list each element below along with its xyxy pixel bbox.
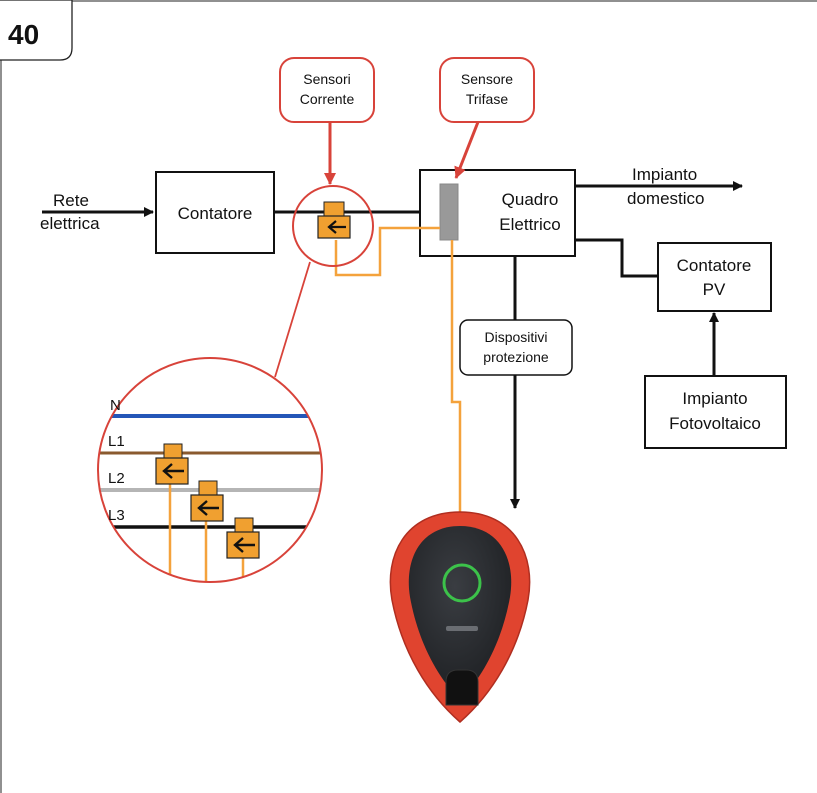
rete-label-2: elettrica [40, 214, 100, 233]
pv-line [575, 238, 658, 278]
three-phase-label-1: Sensore [461, 71, 513, 87]
household-output: Impianto domestico [575, 165, 743, 208]
panel-label-2: Elettrico [499, 215, 560, 234]
panel-label-1: Quadro [502, 190, 559, 209]
protection-label-2: protezione [483, 349, 549, 365]
phase-sensor-l2 [190, 480, 224, 522]
current-sensor-icon [317, 201, 351, 239]
three-phase-sensor [439, 183, 459, 241]
figure-number: 40 [8, 19, 39, 50]
pv-meter-label-2: PV [703, 280, 726, 299]
three-phase-label-2: Trifase [466, 91, 508, 107]
zoom-connector [274, 261, 311, 378]
pv-meter-box: Contatore PV [657, 242, 772, 312]
current-sensors-label-2: Corrente [300, 91, 355, 107]
phase-zoom: N L1 L2 L3 [97, 357, 323, 583]
rete-label-1: Rete [53, 191, 89, 210]
household-label-2: domestico [627, 189, 704, 208]
grid-input: Rete elettrica [40, 191, 154, 233]
phase-sensor-l3 [226, 517, 260, 559]
pv-plant-label-2: Fotovoltaico [669, 414, 761, 433]
ev-charger-icon [389, 511, 531, 723]
protection-devices-box: Dispositivi protezione [459, 319, 573, 376]
charger-status-ring [442, 563, 482, 603]
current-sensors-label-1: Sensori [303, 71, 350, 87]
three-phase-sensor-callout: Sensore Trifase [439, 57, 535, 179]
pv-meter-label-1: Contatore [677, 256, 752, 275]
pv-plant-box: Impianto Fotovoltaico [644, 375, 787, 449]
phase-sensor-l1 [155, 443, 189, 485]
meter-label: Contatore [178, 204, 253, 223]
protection-label-1: Dispositivi [484, 329, 547, 345]
sensor-callout-circle [292, 185, 374, 267]
pv-plant-label-1: Impianto [682, 389, 747, 408]
phase-label-l1: L1 [108, 433, 125, 450]
current-sensors-callout: Sensori Corrente [279, 57, 375, 185]
household-label-1: Impianto [632, 165, 697, 184]
phase-label-l3: L3 [108, 507, 125, 524]
phase-label-l2: L2 [108, 470, 125, 487]
phase-label-n: N [110, 397, 121, 414]
meter-box: Contatore [155, 171, 275, 254]
sensor-cables [334, 226, 462, 520]
